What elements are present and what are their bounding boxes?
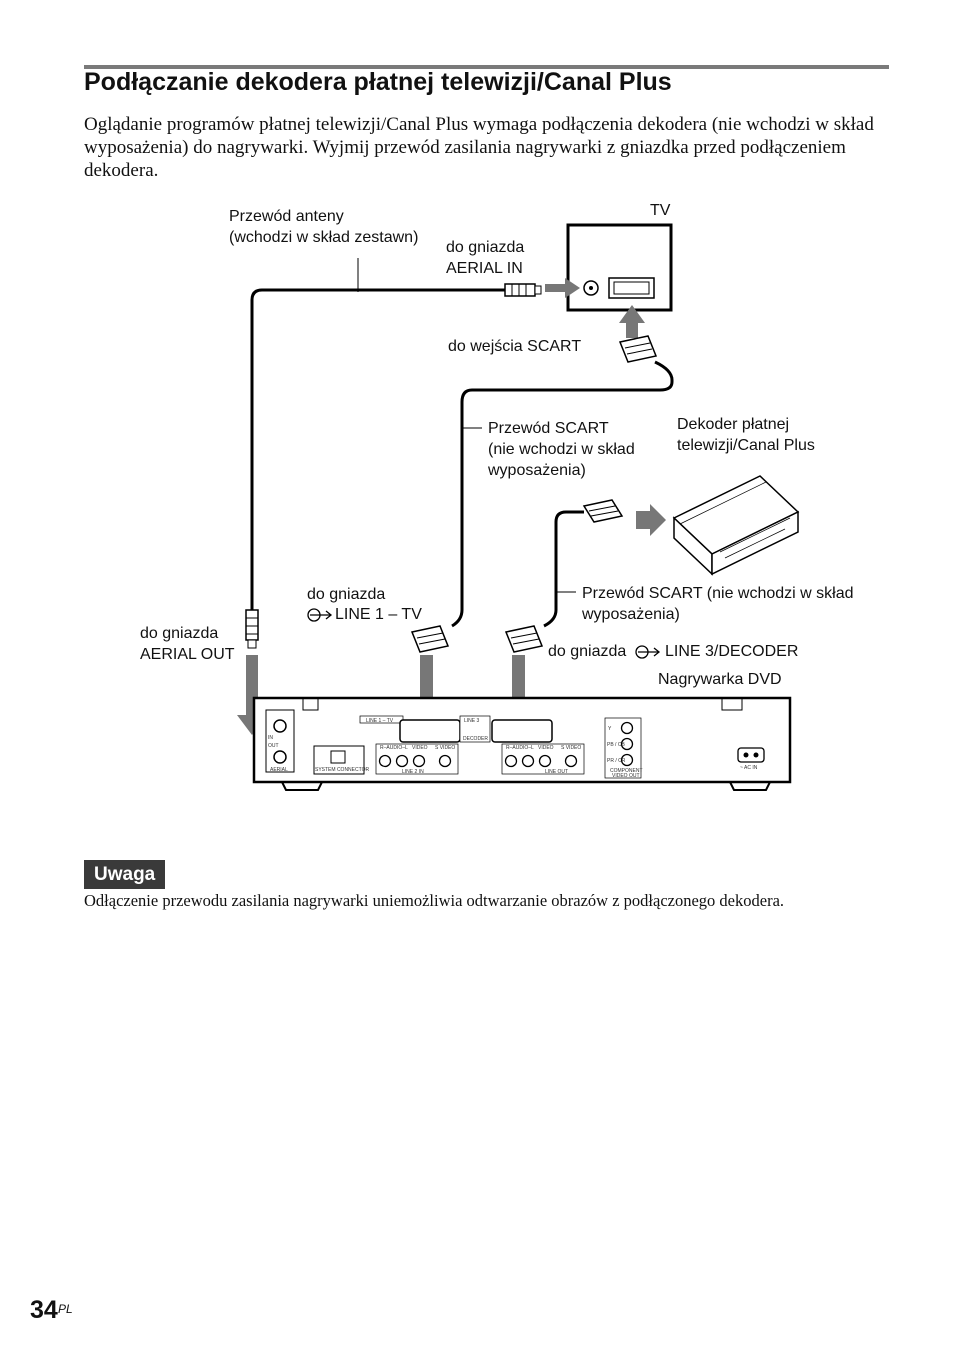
arrow-to-aerial-in — [545, 278, 580, 298]
heading-rule — [84, 65, 889, 69]
label-aerial-out-2: AERIAL OUT — [140, 646, 235, 663]
tv-scart-plug — [618, 335, 658, 363]
panel-label-in: IN — [268, 735, 273, 741]
panel-label-raudiol-2: R–AUDIO–L — [506, 745, 534, 751]
label-scart-input: do wejścia SCART — [448, 338, 582, 355]
scart-cable-decoder — [543, 510, 584, 628]
panel-label-out: OUT — [268, 743, 279, 749]
panel-label-pr: PR / CR — [607, 758, 626, 764]
label-line1-1: do gniazda — [307, 586, 386, 603]
decoder-scart-plug — [582, 499, 624, 523]
panel-label-aerial: AERIAL — [270, 767, 288, 773]
label-aerial-in-2: AERIAL IN — [446, 260, 523, 277]
connection-diagram: IN OUT AERIAL SYSTEM CONNECTOR LINE 1 – … — [0, 190, 954, 830]
note-badge: Uwaga — [84, 860, 166, 889]
label-line1-2: LINE 1 – TV — [335, 606, 422, 623]
page-heading: Podłączanie dekodera płatnej telewizji/C… — [84, 68, 672, 96]
line1-scart-plug — [410, 625, 450, 653]
panel-label-video-1: VIDEO — [412, 745, 428, 751]
dvd-recorder-panel: IN OUT AERIAL SYSTEM CONNECTOR LINE 1 – … — [252, 696, 792, 791]
label-line3-decoder: LINE 3/DECODER — [665, 643, 799, 660]
aerial-plug-recorder — [245, 609, 259, 649]
page-number: 34 — [30, 1296, 58, 1324]
label-antenna-cable-2: (wchodzi w skład zestawn) — [229, 229, 419, 246]
panel-label-svideo-2: S VIDEO — [561, 745, 581, 751]
label-decoder-1: Dekoder płatnej — [677, 416, 790, 433]
panel-label-pb: PB / CB — [607, 742, 625, 748]
label-scart-cable-a-1: Przewód SCART — [488, 420, 609, 437]
panel-label-component-1: COMPONENT — [610, 768, 643, 774]
arrow-to-tv-scart — [619, 305, 645, 338]
label-antenna-cable-1: Przewód anteny — [229, 208, 344, 225]
panel-label-video-2: VIDEO — [538, 745, 554, 751]
page-language-code: PL — [58, 1302, 73, 1316]
line3-scart-plug — [504, 625, 544, 653]
label-line3: do gniazda — [548, 643, 627, 660]
panel-label-svideo-1: S VIDEO — [435, 745, 455, 751]
label-tv: TV — [650, 202, 671, 219]
diagram-drawing: IN OUT AERIAL SYSTEM CONNECTOR LINE 1 – … — [237, 223, 800, 791]
label-dvd-recorder: Nagrywarka DVD — [658, 671, 782, 688]
antenna-cable — [250, 258, 505, 630]
panel-label-raudiol-1: R–AUDIO–L — [380, 745, 408, 751]
scart-arrow-icon — [307, 608, 333, 622]
note-text: Odłączenie przewodu zasilania nagrywarki… — [84, 891, 785, 910]
label-scart-cable-a-3: wyposażenia) — [488, 462, 586, 479]
label-aerial-in-1: do gniazda — [446, 239, 525, 256]
label-aerial-out-1: do gniazda — [140, 625, 219, 642]
label-decoder-2: telewizji/Canal Plus — [677, 437, 815, 454]
decoder-box — [672, 475, 800, 576]
intro-paragraph: Oglądanie programów płatnej telewizji/Ca… — [84, 114, 874, 181]
panel-label-ac-in: ~ AC IN — [740, 765, 758, 771]
aerial-plug-tv — [504, 283, 542, 297]
panel-label-line3: LINE 3 — [464, 718, 480, 724]
panel-label-y: Y — [608, 726, 612, 732]
label-scart-cable-b-2: wyposażenia) — [582, 606, 680, 623]
scart-arrow-icon — [635, 645, 661, 659]
scart-cable-tv — [451, 360, 674, 628]
panel-label-line1: LINE 1 – TV — [366, 718, 394, 724]
arrow-to-decoder — [636, 504, 666, 536]
panel-label-component-2: VIDEO OUT — [612, 773, 640, 779]
panel-label-system-connector: SYSTEM CONNECTOR — [315, 767, 369, 773]
label-scart-cable-a-2: (nie wchodzi w skład — [488, 441, 635, 458]
label-scart-cable-b-1: Przewód SCART (nie wchodzi w skład — [582, 585, 854, 602]
panel-label-line-out: LINE OUT — [545, 769, 568, 775]
panel-label-line2-in: LINE 2 IN — [402, 769, 424, 775]
panel-label-decoder: DECODER — [463, 736, 488, 742]
tv-set — [566, 223, 673, 312]
